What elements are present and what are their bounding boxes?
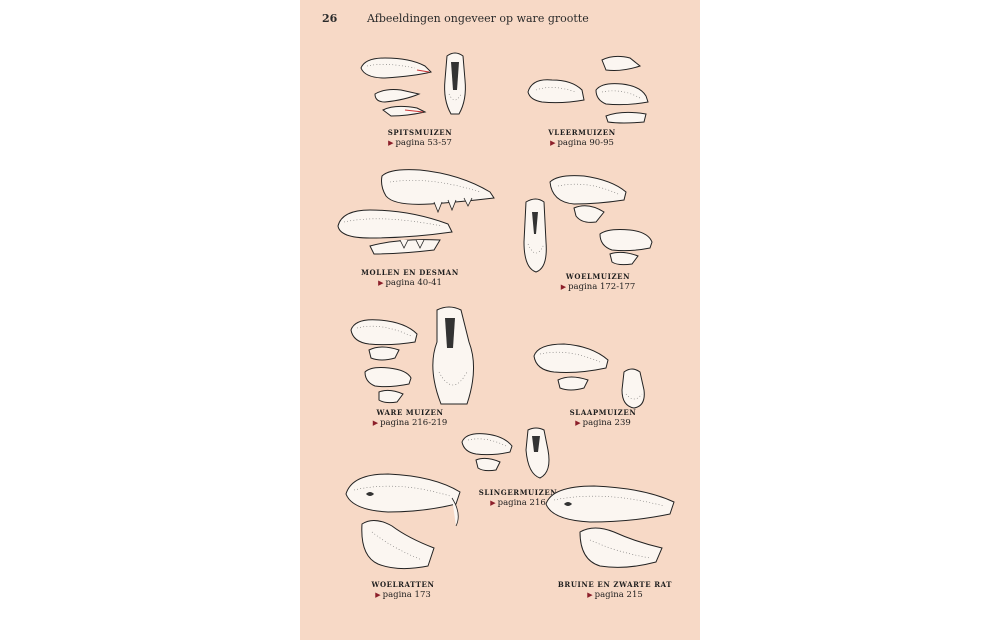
- page-reference[interactable]: pagina 173: [382, 590, 431, 600]
- group-name: mollen en desman: [361, 268, 459, 277]
- slaapmuizen-skull-illustration: [533, 343, 645, 409]
- caption-mollen-en-desman: mollen en desman ▶pagina 40-41: [355, 268, 465, 288]
- group-name: ware muizen: [376, 408, 444, 417]
- group-slaapmuizen: slaapmuizen ▶pagina 239: [528, 340, 678, 440]
- running-head: Afbeeldingen ongeveer op ware grootte: [367, 12, 589, 25]
- ware-muizen-skull-illustration: [350, 306, 475, 405]
- book-page: 26 Afbeeldingen ongeveer op ware grootte…: [300, 0, 700, 640]
- triangle-right-icon: ▶: [375, 591, 381, 599]
- page-reference[interactable]: pagina 215: [594, 590, 643, 600]
- group-spitsmuizen: spitsmuizen ▶pagina 53-57: [355, 50, 485, 150]
- page-reference[interactable]: pagina 53-57: [395, 138, 452, 148]
- woelratten-skull-illustration: [345, 473, 461, 570]
- group-ware-muizen: ware muizen ▶pagina 216-219: [345, 306, 495, 433]
- page-reference[interactable]: pagina 216-219: [380, 418, 448, 428]
- caption-woelratten: woelratten ▶pagina 173: [353, 580, 453, 600]
- caption-ware-muizen: ware muizen ▶pagina 216-219: [360, 408, 460, 428]
- triangle-right-icon: ▶: [372, 419, 379, 427]
- triangle-right-icon: ▶: [560, 283, 567, 291]
- group-woelratten: woelratten ▶pagina 173: [338, 468, 478, 608]
- triangle-right-icon: ▶: [575, 419, 581, 427]
- group-name: spitsmuizen: [387, 128, 453, 137]
- group-name: slaapmuizen: [569, 408, 637, 417]
- spitsmuizen-skull-illustration: [360, 52, 466, 117]
- group-bruine-en-zwarte-rat: bruine en zwarte rat ▶pagina 215: [540, 482, 690, 622]
- triangle-right-icon: ▶: [587, 591, 593, 599]
- caption-slaapmuizen: slaapmuizen ▶pagina 239: [553, 408, 653, 428]
- page-number: 26: [322, 12, 338, 25]
- group-name: vleermuizen: [548, 128, 616, 137]
- woelmuizen-skull-illustration: [523, 175, 653, 273]
- triangle-right-icon: ▶: [378, 279, 384, 287]
- caption-slingermuizen: slingermuizen ▶pagina 216: [468, 488, 568, 508]
- vleermuizen-skull-illustration: [527, 55, 649, 124]
- page-reference[interactable]: pagina 40-41: [385, 278, 442, 288]
- page-reference[interactable]: pagina 239: [582, 418, 631, 428]
- caption-spitsmuizen: spitsmuizen ▶pagina 53-57: [370, 128, 470, 148]
- group-name: slingermuizen: [478, 488, 558, 497]
- slingermuizen-skull-illustration: [461, 427, 550, 479]
- triangle-right-icon: ▶: [490, 499, 496, 507]
- bruine-rat-skull-illustration: [545, 485, 675, 568]
- group-slingermuizen: slingermuizen ▶pagina 216: [458, 427, 568, 513]
- mollen-skull-illustration: [337, 169, 495, 255]
- caption-vleermuizen: vleermuizen ▶pagina 90-95: [532, 128, 632, 148]
- group-mollen-en-desman: mollen en desman ▶pagina 40-41: [330, 168, 505, 288]
- page-reference[interactable]: pagina 172-177: [568, 282, 636, 292]
- group-woelmuizen: woelmuizen ▶pagina 172-177: [518, 172, 668, 297]
- page-reference[interactable]: pagina 216: [497, 498, 546, 508]
- caption-bruine-en-zwarte-rat: bruine en zwarte rat ▶pagina 215: [550, 580, 680, 600]
- caption-woelmuizen: woelmuizen ▶pagina 172-177: [543, 272, 653, 292]
- group-name: woelratten: [371, 580, 435, 589]
- group-vleermuizen: vleermuizen ▶pagina 90-95: [522, 52, 662, 152]
- page-reference[interactable]: pagina 90-95: [557, 138, 614, 148]
- triangle-right-icon: ▶: [388, 139, 394, 147]
- triangle-right-icon: ▶: [550, 139, 556, 147]
- group-name: woelmuizen: [565, 272, 631, 281]
- group-name: bruine en zwarte rat: [557, 580, 673, 589]
